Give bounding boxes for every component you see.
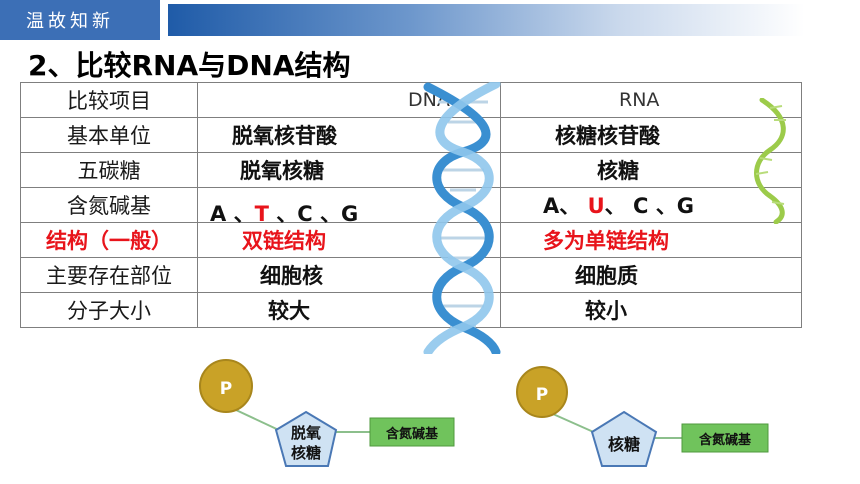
header-rna: RNA (500, 82, 802, 118)
header-title: 温故知新 (26, 11, 114, 32)
dna-sugar-pentagon (274, 410, 338, 467)
sep: 、 (276, 202, 298, 226)
base-a: A (543, 194, 560, 218)
rna-single-strand-icon (754, 98, 786, 224)
row-rna-value: 核糖核苷酸 (555, 124, 660, 148)
row-label: 主要存在部位 (20, 257, 198, 293)
row-dna-value: 脱氧核糖 (240, 159, 324, 183)
rna-sugar-pentagon (590, 410, 658, 467)
row-label: 结构（一般） (20, 222, 198, 258)
row-rna-value: 核糖 (597, 159, 639, 183)
row-label: 五碳糖 (20, 152, 198, 188)
header-gradient (168, 4, 860, 36)
dna-phosphate-label: P (220, 379, 232, 399)
header-tab (0, 0, 160, 40)
dna-nucleotide-diagram: P 脱氧 核糖 含氮碱基 (199, 359, 455, 467)
rna-base-label: 含氮碱基 (698, 432, 752, 448)
row-rna-value: 较小 (585, 299, 627, 323)
rna-sugar-label: 核糖 (608, 435, 640, 454)
row-rna-value: 细胞质 (575, 264, 638, 288)
base-g: G (340, 202, 359, 226)
dna-bases: A 、T 、C 、G (198, 198, 358, 228)
row-rna-value: 多为单链结构 (543, 229, 669, 253)
sep: 、 (604, 194, 626, 218)
base-c: C (297, 202, 313, 226)
base-c: C (632, 194, 649, 218)
dna-base-label: 含氮碱基 (385, 426, 439, 442)
rna-bases: A、 U、 C 、G (501, 190, 694, 220)
row-dna-value: 双链结构 (242, 229, 326, 253)
sep: 、 (233, 202, 255, 226)
base-g: G (676, 194, 694, 218)
page-title: 2、比较RNA与DNA结构 (28, 49, 351, 82)
row-dna-value: 脱氧核苷酸 (232, 124, 337, 148)
rna-base-box (681, 423, 769, 453)
row-dna-value: 较大 (268, 299, 310, 323)
sep: 、 (319, 202, 341, 226)
comparison-table: 比较项目 DNA RNA 基本单位 脱氧核苷酸 核糖核苷酸 五碳糖 脱氧核糖 核… (20, 82, 802, 328)
row-dna-value: 细胞核 (260, 264, 323, 288)
dna-base-box (369, 417, 455, 447)
row-label: 分子大小 (20, 292, 198, 328)
rna-phosphate-label: P (536, 385, 548, 405)
base-a: A (210, 202, 227, 226)
dna-sugar-label-1: 脱氧 (291, 424, 321, 442)
dna-double-helix-icon (423, 82, 501, 354)
sep: 、 (559, 194, 581, 218)
sep: 、 (655, 194, 677, 218)
base-t: T (254, 202, 269, 226)
rna-nucleotide-diagram: P 核糖 含氮碱基 (516, 366, 769, 467)
base-u: U (587, 194, 605, 218)
dna-phosphate-circle (199, 359, 253, 413)
header-bar: 温故知新 (0, 0, 860, 40)
table-row: 含氮碱基 A 、T 、C 、G A、 U、 C 、G (20, 187, 802, 226)
header-rna-label: RNA (619, 89, 660, 111)
table-row: 结构（一般） 双链结构 多为单链结构 (20, 222, 802, 258)
dna-sugar-label-2: 核糖 (291, 444, 321, 462)
rna-phosphate-circle (516, 366, 568, 418)
